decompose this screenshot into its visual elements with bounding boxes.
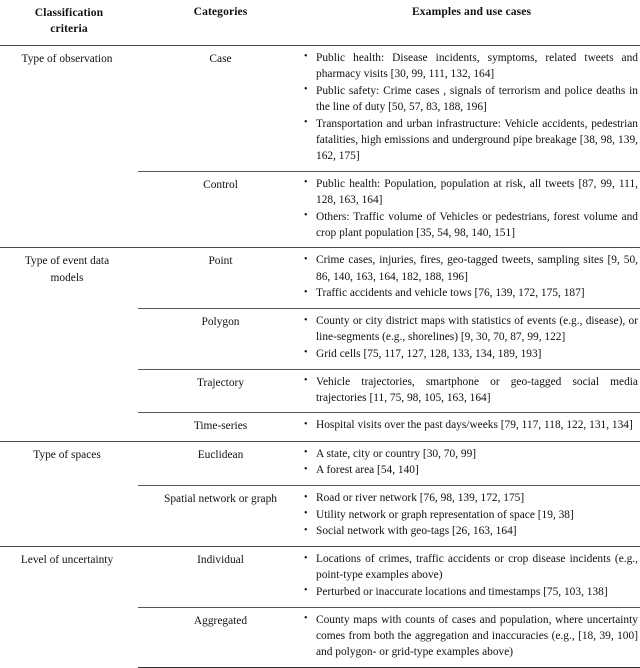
criteria-label-level-of-uncertainty: Level of uncertainty: [0, 546, 138, 668]
examples-cell-aggregated: County maps with counts of cases and pop…: [303, 606, 640, 668]
examples-cell-time-series: Hospital visits over the past days/weeks…: [303, 412, 640, 442]
bullet-list: County maps with counts of cases and pop…: [303, 611, 638, 661]
bullet-list: Locations of crimes, traffic accidents o…: [303, 551, 638, 600]
list-item: Locations of crimes, traffic accidents o…: [303, 551, 638, 583]
table-row: Level of uncertainty Individual Location…: [0, 546, 640, 668]
bullet-list: County or city district maps with statis…: [303, 313, 638, 362]
examples-cell-case: Public health: Disease incidents, sympto…: [303, 44, 640, 172]
table-row: Control Public health: Population, popul…: [0, 170, 640, 248]
category-label-individual: Individual: [138, 546, 303, 608]
bullet-list: Vehicle trajectories, smartphone or geo-…: [303, 373, 638, 406]
category-label-case: Case: [138, 44, 303, 172]
list-item: Transportation and urban infrastructure:…: [303, 115, 638, 165]
bullet-list: A state, city or country [30, 70, 99] A …: [303, 445, 638, 479]
examples-cell-euclidean: A state, city or country [30, 70, 99] A …: [303, 440, 640, 486]
examples-cell-individual: Locations of crimes, traffic accidents o…: [303, 546, 640, 608]
examples-cell-polygon: County or city district maps with statis…: [303, 308, 640, 370]
category-label-control: Control: [138, 170, 303, 248]
examples-cell-trajectory: Vehicle trajectories, smartphone or geo-…: [303, 368, 640, 413]
list-item: Perturbed or inaccurate locations and ti…: [303, 583, 638, 600]
bullet-list: Crime cases, injuries, fires, geo-tagged…: [303, 252, 638, 301]
criteria-label-type-of-event-data-models: Type of event data models: [0, 247, 138, 442]
examples-cell-control: Public health: Population, population at…: [303, 170, 640, 248]
table-row: Type of event data models Point Crime ca…: [0, 247, 640, 442]
criteria-label-type-of-spaces: Type of spaces: [0, 440, 138, 547]
column-header-criteria-line1: Classification: [34, 6, 104, 19]
table-header-row: Classification criteria Categories Examp…: [0, 0, 640, 45]
table-row: Polygon County or city district maps wit…: [0, 308, 640, 370]
list-item: Hospital visits over the past days/weeks…: [303, 417, 638, 433]
table-row: Trajectory Vehicle trajectories, smartph…: [0, 368, 640, 413]
list-item: Public health: Disease incidents, sympto…: [303, 49, 638, 82]
list-item: Public health: Population, population at…: [303, 175, 638, 208]
column-header-criteria-line2: criteria: [50, 22, 88, 36]
column-header-categories: Categories: [193, 5, 248, 18]
category-label-trajectory: Trajectory: [138, 368, 303, 413]
category-label-polygon: Polygon: [138, 308, 303, 370]
bullet-list: Public health: Disease incidents, sympto…: [303, 49, 638, 165]
list-item: Others: Traffic volume of Vehicles or pe…: [303, 208, 638, 241]
list-item: Traffic accidents and vehicle tows [76, …: [303, 285, 638, 301]
table-row: Type of spaces Euclidean A state, city o…: [0, 440, 640, 547]
list-item: Grid cells [75, 117, 127, 128, 133, 134,…: [303, 345, 638, 362]
table-row: Type of observation Case Public health: …: [0, 44, 640, 248]
column-header-classification-criteria: Classification criteria: [0, 0, 138, 45]
list-item: County maps with counts of cases and pop…: [303, 611, 638, 661]
category-label-aggregated: Aggregated: [138, 606, 303, 668]
criteria-label-type-of-observation: Type of observation: [0, 44, 138, 248]
category-label-euclidean: Euclidean: [138, 440, 303, 486]
category-label-spatial-network-or-graph: Spatial network or graph: [138, 485, 303, 547]
bullet-list: Road or river network [76, 98, 139, 172,…: [303, 490, 638, 540]
list-item: Public safety: Crime cases , signals of …: [303, 82, 638, 115]
table-row: Spatial network or graph Road or river n…: [0, 485, 640, 547]
table-header: Classification criteria Categories Examp…: [0, 0, 640, 45]
list-item: Vehicle trajectories, smartphone or geo-…: [303, 373, 638, 406]
category-label-time-series: Time-series: [138, 412, 303, 442]
list-item: Road or river network [76, 98, 139, 172,…: [303, 490, 638, 506]
list-item: Utility network or graph representation …: [303, 506, 638, 523]
table-row: Time-series Hospital visits over the pas…: [0, 412, 640, 442]
examples-cell-point: Crime cases, injuries, fires, geo-tagged…: [303, 247, 640, 309]
list-item: Social network with geo-tags [26, 163, 1…: [303, 523, 638, 539]
list-item: Crime cases, injuries, fires, geo-tagged…: [303, 252, 638, 284]
list-item: A state, city or country [30, 70, 99]: [303, 445, 638, 462]
criteria-line2: models: [50, 271, 84, 284]
list-item: A forest area [54, 140]: [303, 462, 638, 478]
bullet-list: Public health: Population, population at…: [303, 175, 638, 241]
examples-cell-spatial-network: Road or river network [76, 98, 139, 172,…: [303, 485, 640, 547]
column-header-examples: Examples and use cases: [411, 5, 532, 18]
table-body: Type of observation Case Public health: …: [0, 44, 640, 668]
list-item: County or city district maps with statis…: [303, 313, 638, 345]
category-label-point: Point: [138, 247, 303, 309]
bullet-list: Hospital visits over the past days/weeks…: [303, 417, 638, 433]
criteria-line1: Type of event data: [24, 255, 110, 268]
